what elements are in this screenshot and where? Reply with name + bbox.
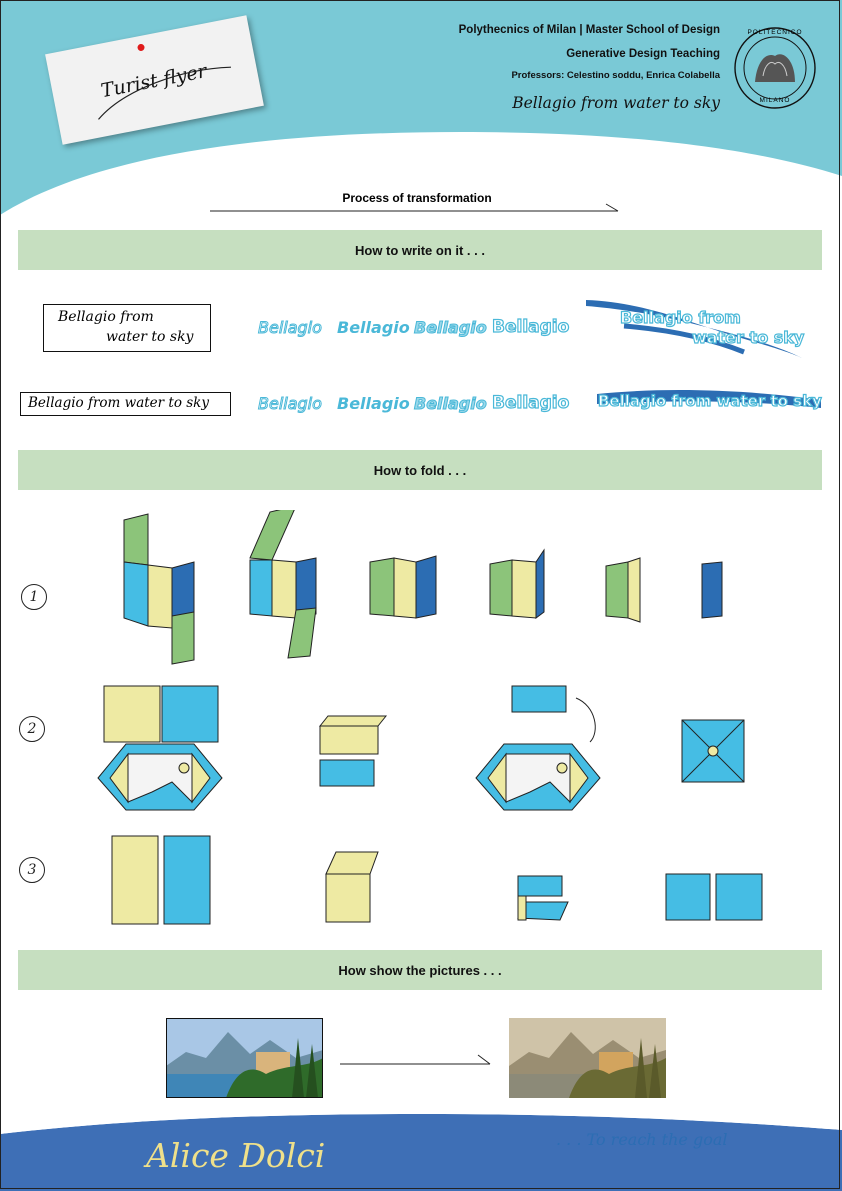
section-write-band: How to write on it . . . xyxy=(18,230,822,270)
seal-bottom-text: MILANO xyxy=(759,97,791,104)
write-box-2-text: Bellagio from water to sky xyxy=(28,395,209,411)
bellagio-variant-block: Bellagio xyxy=(491,316,570,337)
seal-top-text: POLITECNICO xyxy=(747,29,803,36)
bellagio-variant-light-2: Bellagio xyxy=(414,394,488,414)
step-3-marker: 3 xyxy=(19,857,45,883)
process-arrow xyxy=(210,203,619,212)
write-box-2: Bellagio from water to sky xyxy=(20,392,231,416)
bellagio-photo-original xyxy=(166,1018,323,1098)
bellagio-photo-filtered xyxy=(509,1018,666,1098)
pictures-arrow xyxy=(340,1054,491,1065)
fold-sequence-2 xyxy=(97,685,745,811)
write-box-1-line2: water to sky xyxy=(106,329,194,345)
bellagio-variant-bold: Bellagio xyxy=(337,318,410,337)
note-swoosh xyxy=(98,66,231,120)
step-1-marker: 1 xyxy=(21,584,47,610)
pinned-note: Turist flyer xyxy=(45,15,264,145)
footer-slogan: . . . To reach the goal xyxy=(556,1130,728,1149)
banner-1-line1: Bellagio from xyxy=(619,307,741,327)
section-pictures-band: How show the pictures . . . xyxy=(18,950,822,990)
write-box-1: Bellagio from water to sky xyxy=(43,304,211,352)
politecnico-seal: POLITECNICO MILANO xyxy=(733,26,817,110)
section-fold-band: How to fold . . . xyxy=(18,450,822,490)
header-line-2: Generative Design Teaching xyxy=(566,48,720,60)
banner-wave-1 xyxy=(586,300,802,358)
bellagio-variant-block-2: Bellagio xyxy=(491,392,570,413)
header-line-1: Polythecnics of Milan | Master School of… xyxy=(458,24,720,36)
banner-1-line2: water to sky xyxy=(691,327,805,347)
bellagio-variant-light: Bellagio xyxy=(414,318,488,338)
fold-sequence-1 xyxy=(123,510,723,665)
fold-sequence-3 xyxy=(111,835,763,925)
header-tagline: Bellagio from water to sky xyxy=(512,94,720,112)
process-label: Process of transformation xyxy=(342,191,492,205)
footer-background xyxy=(0,1108,842,1191)
bellagio-variant-bold-2: Bellagio xyxy=(337,394,410,413)
banner-2-text: Bellagio from water to sky xyxy=(597,391,822,410)
write-box-1-line1: Bellagio from xyxy=(58,309,154,325)
bellagio-variant-outline: Bellagio xyxy=(258,318,323,338)
author-name: Alice Dolci xyxy=(146,1136,326,1175)
header-line-3: Professors: Celestino soddu, Enrica Cola… xyxy=(511,70,720,81)
step-2-marker: 2 xyxy=(19,716,45,742)
banner-wave-2 xyxy=(597,390,821,408)
bellagio-variant-outline-2: Bellagio xyxy=(258,394,323,414)
